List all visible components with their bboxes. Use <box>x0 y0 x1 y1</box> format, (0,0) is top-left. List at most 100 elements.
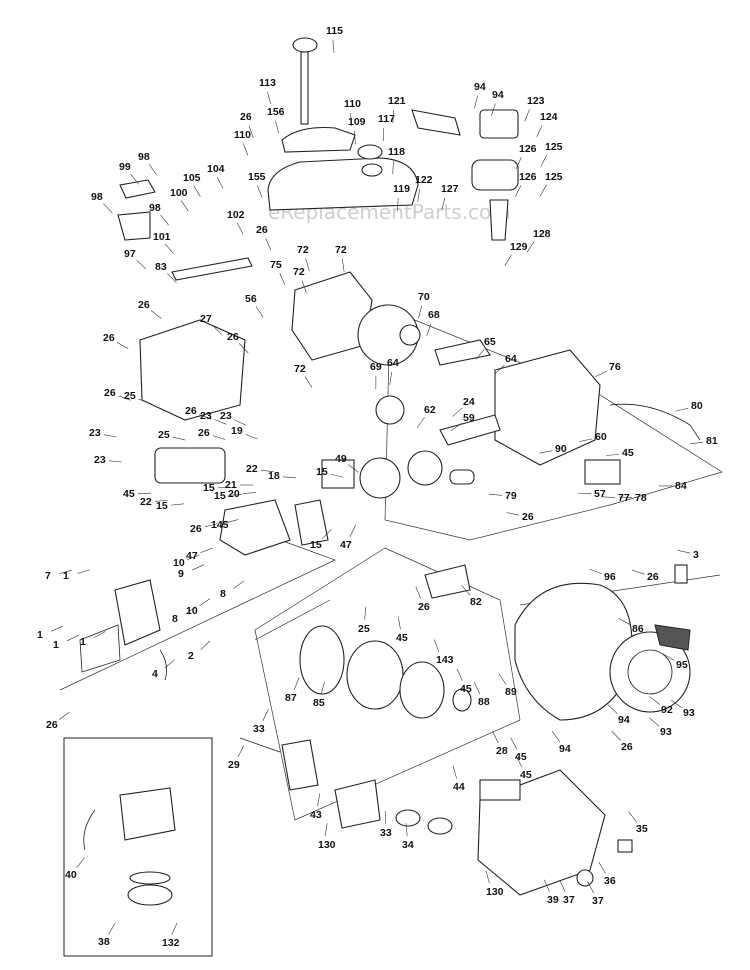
callout-26: 26 <box>227 331 239 343</box>
leader-line <box>103 203 113 214</box>
leader-line <box>324 823 328 837</box>
leader-line <box>212 435 226 440</box>
leader-line <box>595 370 608 377</box>
leader-line <box>118 395 131 401</box>
callout-33: 130 <box>318 839 336 851</box>
callout-94: 93 <box>660 726 672 738</box>
leader-line <box>578 492 592 494</box>
callout-79: 78 <box>635 492 647 504</box>
cylinder-block <box>494 349 601 466</box>
leader-line <box>441 197 446 211</box>
leader-line <box>417 188 420 202</box>
leader-line <box>485 870 490 884</box>
leader-line <box>228 494 242 496</box>
bowl-gasket <box>129 871 171 885</box>
callout-88: 45 <box>460 683 472 695</box>
starter-cup <box>452 688 472 712</box>
leader-line <box>452 765 457 779</box>
callout-130: 40 <box>65 869 77 881</box>
callout-94: 94 <box>474 81 486 93</box>
tank-cover <box>281 126 356 153</box>
leader-line <box>148 164 157 176</box>
callout-22: 22 <box>140 496 152 508</box>
leader-line <box>489 493 503 496</box>
callout-47: 47 <box>340 539 352 551</box>
callout-85: 87 <box>285 692 297 704</box>
leader-line <box>116 342 129 349</box>
callout-26: 94 <box>559 743 571 755</box>
callout-1: 7 <box>45 570 51 582</box>
callout-69: 69 <box>370 361 382 373</box>
leader-line <box>260 469 274 473</box>
callout-23: 23 <box>200 410 212 422</box>
ignition-coil <box>424 564 471 599</box>
leader-line <box>248 125 254 138</box>
leader-line <box>544 879 550 892</box>
leader-line <box>364 607 366 621</box>
leader-line <box>524 109 530 122</box>
callout-36: 130 <box>486 886 504 898</box>
callout-121: 121 <box>388 95 406 107</box>
leader-line <box>234 419 247 426</box>
callout-45: 81 <box>706 435 718 447</box>
callout-128: 128 <box>533 228 551 240</box>
callout-37: 39 <box>547 894 559 906</box>
callout-65: 65 <box>484 336 496 348</box>
leader-line <box>649 696 661 705</box>
callout-89: 88 <box>478 696 490 708</box>
callout-8: 9 <box>178 568 184 580</box>
fuel-tank-assembly <box>267 126 419 211</box>
callout-99: 99 <box>119 161 131 173</box>
callout-10: 47 <box>186 550 198 562</box>
air-cleaner-cover <box>479 779 521 801</box>
leader-line <box>536 125 543 138</box>
leader-line <box>282 476 296 479</box>
ignition-coil-plate <box>299 625 345 695</box>
callout-39: 36 <box>604 875 616 887</box>
camshaft-gear <box>375 395 405 425</box>
callout-15: 21 <box>225 479 237 491</box>
callout-122: 122 <box>415 174 433 186</box>
leader-line <box>171 922 178 935</box>
cooling-fan <box>399 661 445 719</box>
leader-line <box>579 438 593 442</box>
leader-line <box>450 422 462 432</box>
leader-line <box>330 473 344 478</box>
callout-72: 72 <box>293 266 305 278</box>
callout-25: 23 <box>89 427 101 439</box>
callout-126: 126 <box>519 143 537 155</box>
callout-23: 19 <box>231 425 243 437</box>
governor-bracket <box>117 211 151 241</box>
callout-26: 26 <box>138 299 150 311</box>
leader-line <box>632 569 645 575</box>
callout-105: 105 <box>183 172 201 184</box>
electric-starter-motor <box>471 159 519 191</box>
leader-line <box>77 569 91 574</box>
leader-line <box>154 500 168 502</box>
leader-line <box>506 512 520 516</box>
callout-26: 26 <box>522 511 534 523</box>
leader-line <box>332 39 335 53</box>
callout-26: 26 <box>103 332 115 344</box>
leader-line <box>216 176 224 189</box>
callout-26: 79 <box>505 490 517 502</box>
leader-line <box>539 184 547 197</box>
leader-line <box>628 811 637 823</box>
intake-spacer <box>281 739 319 791</box>
callout-15: 18 <box>268 470 280 482</box>
callout-44: 45 <box>520 769 532 781</box>
callout-labels: 115 113 110 156 26 110 109 117 118 119 1… <box>37 25 718 949</box>
leader-line <box>257 185 263 198</box>
callout-72: 72 <box>294 363 306 375</box>
callout-78: 77 <box>618 492 630 504</box>
leader-line <box>392 160 394 174</box>
governor-link-rod <box>171 257 253 281</box>
rocker-cover <box>114 579 161 646</box>
leader-line <box>397 616 401 630</box>
dipstick-cap <box>292 37 318 53</box>
callout-101: 101 <box>153 231 171 243</box>
engine-shroud <box>139 319 246 421</box>
leader-line <box>150 310 162 319</box>
engine-block-group <box>139 271 601 466</box>
leader-line <box>103 434 117 438</box>
